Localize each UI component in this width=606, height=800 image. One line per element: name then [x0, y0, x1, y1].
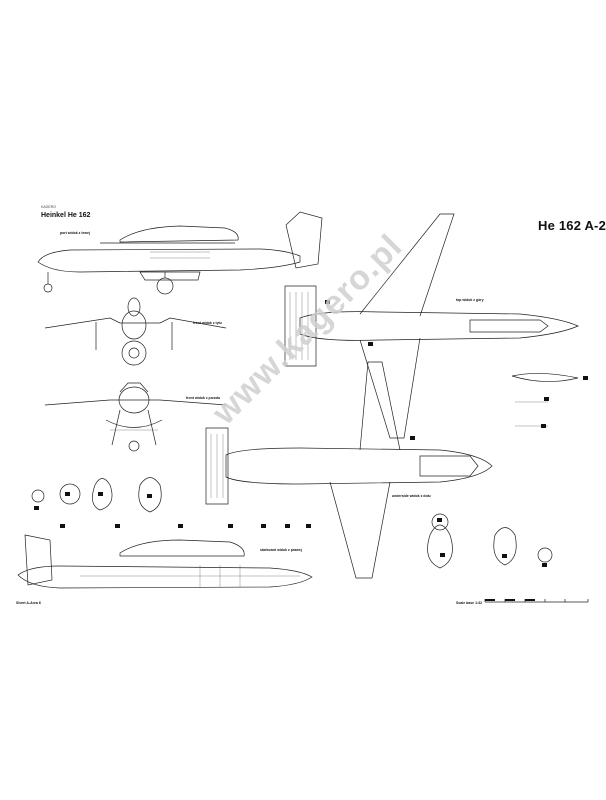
view-label-rear: front widok z przodu	[186, 396, 221, 400]
rear-view	[44, 382, 227, 452]
brand-label: KAGERO	[41, 205, 56, 209]
top-view	[284, 213, 579, 440]
station-markers	[60, 524, 311, 528]
detail-parts	[427, 373, 588, 569]
front-view	[44, 297, 227, 366]
view-label-top: top widok z góry	[456, 298, 484, 302]
footer-sheet-id: Sheet A-Area 6	[16, 601, 41, 605]
footer-scale: Scale base 1:32	[456, 601, 483, 605]
side-view-port	[37, 211, 323, 295]
side-view-starboard	[17, 534, 313, 589]
cross-sections	[31, 477, 162, 513]
bottom-view	[205, 361, 493, 579]
sheet-title: He 162 A-2	[538, 218, 606, 233]
view-label-left-side: port widok z lewej	[60, 231, 90, 235]
sheet-subtitle: Heinkel He 162	[41, 212, 91, 219]
scale-bar	[484, 599, 589, 603]
view-label-front: front widok z tyłu	[193, 321, 222, 325]
view-label-bottom: underside widok z dołu	[392, 494, 431, 498]
view-label-right-side: starboard widok z prawej	[260, 548, 302, 552]
